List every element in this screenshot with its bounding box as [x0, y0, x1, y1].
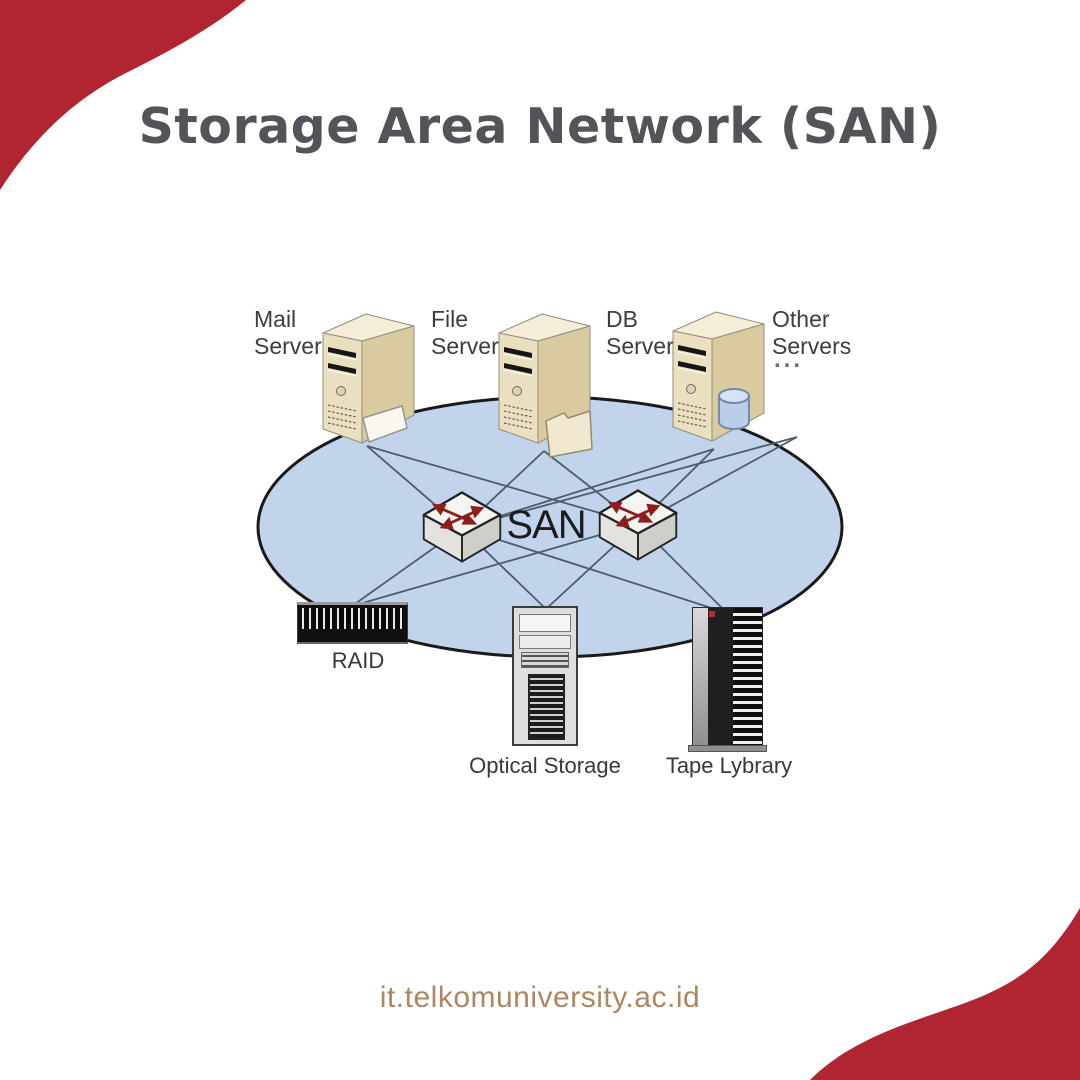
- tape-library-tower-icon: [692, 607, 763, 747]
- fc-switch-icon: [598, 489, 678, 561]
- red-corner-bottom-right-shape: [810, 908, 1080, 1080]
- tape-library-status-led: [709, 611, 715, 617]
- folder-icon: [545, 410, 593, 458]
- server-label-file: File Server: [431, 306, 499, 359]
- storage-label-raid: RAID: [331, 648, 385, 673]
- database-cylinder-icon: [718, 388, 750, 430]
- storage-label-tape: Tape Lybrary: [665, 753, 793, 778]
- raid-array-icon: [297, 602, 408, 644]
- optical-tray-vents: [521, 652, 569, 668]
- optical-drive-bay: [519, 635, 571, 649]
- tape-library-door: [708, 608, 733, 746]
- server-label-db: DB Server: [606, 306, 674, 359]
- server-label-other: Other Servers: [772, 306, 852, 359]
- tape-cartridge-slots: [733, 608, 762, 746]
- page-title: Storage Area Network (SAN): [138, 98, 942, 155]
- switch-arrows: [432, 504, 485, 530]
- raid-disk-slots: [302, 608, 403, 629]
- fc-switch-icon: [422, 491, 502, 563]
- red-corner-top-left-shape: [0, 0, 246, 190]
- server-tower-icon: [498, 313, 591, 444]
- tape-library-side-panel: [693, 608, 708, 746]
- switch-arrows: [608, 502, 661, 528]
- optical-disc-magazine: [528, 674, 565, 740]
- footer-website-url: it.telkomuniversity.ac.id: [379, 981, 701, 1014]
- tape-library-base: [688, 745, 767, 752]
- san-fabric-label: SAN: [506, 503, 586, 547]
- server-label-mail: Mail Server: [254, 306, 322, 359]
- optical-storage-tower-icon: [512, 606, 578, 746]
- other-servers-ellipsis: ...: [774, 346, 804, 373]
- envelope-icon: [362, 405, 408, 443]
- connection-lines: [351, 436, 798, 614]
- storage-label-optical: Optical Storage: [469, 753, 621, 778]
- optical-drive-bay: [519, 614, 571, 632]
- server-tower-icon: [672, 311, 765, 442]
